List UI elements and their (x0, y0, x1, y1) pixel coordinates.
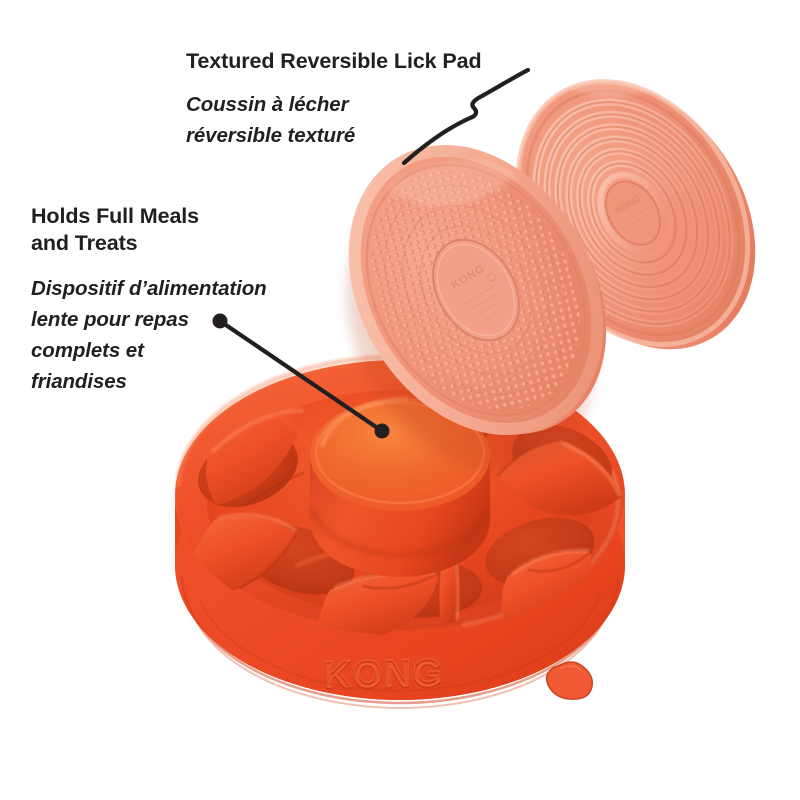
callout-lick-pad-subline-line1: Coussin à lécher (186, 93, 349, 116)
callout-lick-pad: Textured Reversible Lick Pad Coussin à l… (186, 48, 586, 151)
callout-meals-subline-line2: lente pour repas (31, 308, 189, 331)
callout-lick-pad-subline-line2: réversible texturé (186, 124, 356, 147)
leader-line-lick-pad (401, 67, 531, 166)
leader-dot-end (374, 423, 390, 439)
svg-text:KONG: KONG (323, 652, 444, 696)
callout-meals-subline-line4: friandises (31, 370, 127, 393)
kong-dog-silhouette (545, 661, 594, 700)
callout-meals-subline-line3: complets et (31, 339, 144, 362)
leader-line-meals (212, 313, 390, 439)
svg-text:KONG: KONG (323, 654, 444, 698)
kong-logo-emboss: KONG KONG (323, 651, 594, 700)
callout-meals-subline-line1: Dispositif d’alimentation (31, 277, 267, 300)
callout-lick-pad-headline: Textured Reversible Lick Pad (186, 49, 482, 73)
callout-meals-headline-line1: Holds Full Meals (31, 204, 200, 228)
callout-meals-headline-line2: and Treats (31, 231, 138, 255)
callout-meals-and-treats: Holds Full Meals and Treats Dispositif d… (31, 203, 316, 397)
lick-pad-textured-side: KONG (346, 145, 607, 471)
leader-dot-start (212, 313, 228, 329)
